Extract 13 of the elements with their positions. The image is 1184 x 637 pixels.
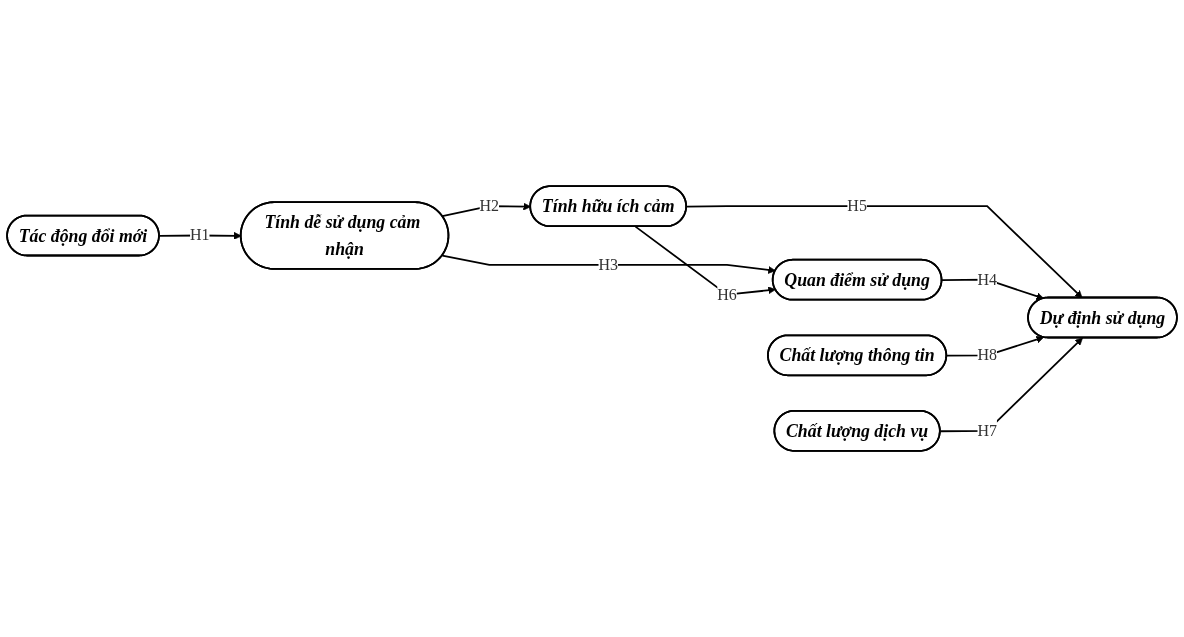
edge-label: H8 — [977, 345, 997, 364]
arrow — [158, 231, 242, 240]
edge-label: H5 — [847, 196, 867, 215]
edge-label: H1 — [190, 226, 210, 244]
edge-label: H2 — [479, 196, 500, 215]
edge-label: H4 — [977, 270, 997, 289]
arrow — [634, 225, 776, 296]
arrow — [441, 254, 776, 274]
arrow — [939, 337, 1083, 433]
arrow — [441, 202, 531, 218]
edge-label: H6 — [717, 285, 737, 304]
edge-label: H3 — [598, 255, 618, 274]
edge-label: H7 — [977, 421, 997, 440]
